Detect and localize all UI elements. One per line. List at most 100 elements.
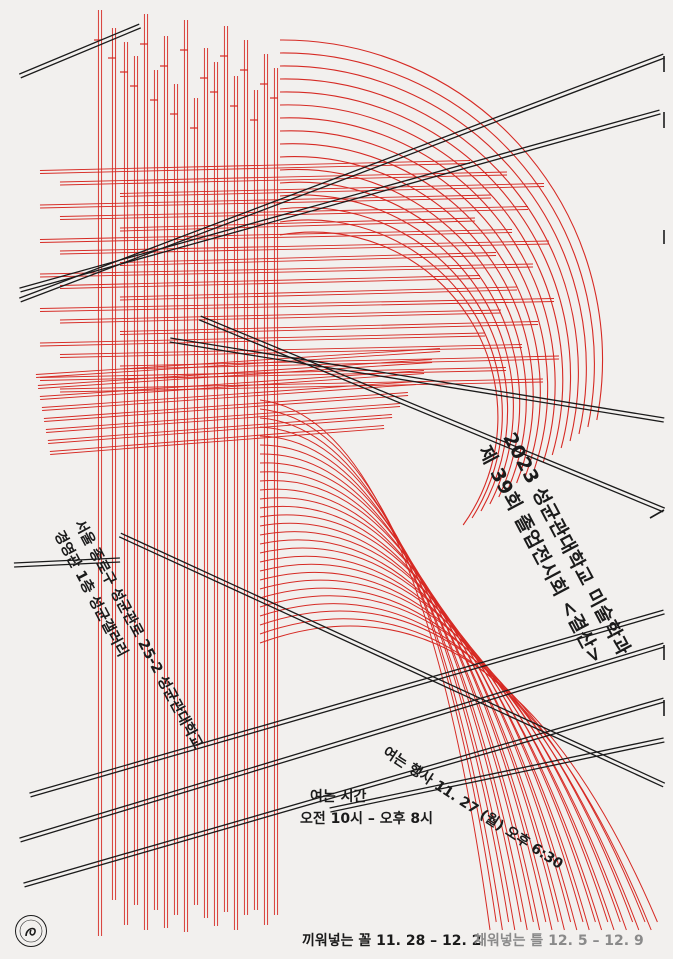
horizontal-red-line <box>119 321 538 332</box>
black-diagonal-line <box>20 646 665 843</box>
red-arc-fan <box>259 514 572 923</box>
black-diagonal-line <box>200 315 666 509</box>
red-arc-fan <box>259 417 503 931</box>
horizontal-red-line <box>59 171 507 183</box>
horizontal-red-line <box>40 197 492 209</box>
horizontal-red-line <box>59 240 549 252</box>
red-arc-top <box>279 206 509 512</box>
red-arc-top <box>279 143 541 477</box>
horizontal-red-line <box>120 324 539 335</box>
horizontal-red-line <box>119 217 475 229</box>
black-diagonal-line <box>120 532 666 784</box>
horizontal-red-line <box>120 289 518 301</box>
horizontal-red-line <box>119 183 544 194</box>
horizontal-red-line <box>120 186 545 197</box>
exhibition-period-1: 끼워넣는 꼴 11. 28 – 12. 2 <box>302 933 482 949</box>
horizontal-red-line <box>39 298 554 309</box>
red-arc-fan <box>259 479 547 923</box>
horizontal-red-line <box>119 252 496 263</box>
horizontal-red-line <box>40 266 534 278</box>
horizontal-red-line <box>59 378 543 390</box>
horizontal-red-line-lower <box>44 395 409 422</box>
black-diagonal-line <box>19 53 664 299</box>
horizontal-red-line <box>59 344 522 355</box>
black-diagonal-line <box>20 27 142 79</box>
horizontal-red-line <box>119 286 517 298</box>
black-diagonal-line <box>19 642 664 839</box>
black-diagonal-line <box>24 701 665 888</box>
red-arc-top <box>279 194 514 505</box>
horizontal-red-line <box>40 163 471 174</box>
horizontal-red-line <box>60 381 544 393</box>
black-diagonal-line <box>30 613 665 798</box>
black-diagonal-line <box>18 23 140 75</box>
hours-value: 오전 10시 – 오후 8시 <box>300 811 433 827</box>
black-diagonal-line <box>170 337 665 419</box>
red-arc-fan <box>259 595 634 923</box>
red-arc-top <box>279 168 527 491</box>
horizontal-red-line <box>60 174 508 186</box>
red-arc-top <box>279 39 604 421</box>
red-arc-fan <box>259 522 578 931</box>
horizontal-red-line <box>40 370 507 381</box>
horizontal-red-line-lower <box>35 348 440 375</box>
horizontal-red-line <box>59 275 480 286</box>
horizontal-red-line <box>120 255 497 266</box>
red-arc-fan <box>259 399 491 931</box>
red-arc-top <box>279 231 499 526</box>
horizontal-red-line-lower <box>50 428 385 455</box>
red-arc-top <box>279 117 556 463</box>
red-arc-fan <box>259 408 497 923</box>
black-step-tick <box>649 509 665 519</box>
red-arc-fan <box>259 426 510 923</box>
black-diagonal-line <box>20 113 661 293</box>
red-arc-fan <box>259 497 559 923</box>
horizontal-red-line-lower <box>47 414 392 441</box>
university-seal-logo <box>15 915 47 947</box>
red-arc-top <box>279 91 571 449</box>
black-diagonal-line <box>29 609 664 794</box>
horizontal-red-line <box>120 220 476 232</box>
horizontal-red-line <box>60 209 529 220</box>
red-arc-fan <box>259 539 590 931</box>
horizontal-red-line-lower <box>37 359 432 386</box>
red-arc-fan <box>259 610 646 923</box>
horizontal-red-line-lower <box>41 381 416 408</box>
red-arc-fan <box>259 563 609 923</box>
red-arc-top <box>279 65 587 435</box>
horizontal-red-line-lower <box>48 417 393 444</box>
horizontal-red-line <box>60 243 550 255</box>
horizontal-red-line-lower <box>40 373 425 400</box>
black-diagonal-line <box>20 57 665 303</box>
horizontal-red-line-lower <box>49 425 384 452</box>
opening-hours: 여는 시간 오전 10시 – 오후 8시 <box>300 790 433 834</box>
horizontal-red-line-lower <box>38 362 433 389</box>
black-diagonal-line <box>14 561 121 568</box>
horizontal-red-line <box>60 312 502 324</box>
red-arc-top <box>279 181 521 498</box>
red-arc-top <box>279 78 579 442</box>
horizontal-red-line <box>40 301 555 312</box>
red-arc-fan <box>259 547 596 923</box>
horizontal-red-line-lower <box>42 384 417 411</box>
black-diagonal-line <box>118 536 664 788</box>
horizontal-red-line-lower <box>36 351 441 378</box>
hours-label: 여는 시간 <box>310 789 367 805</box>
black-diagonal-line <box>329 737 664 809</box>
horizontal-red-line <box>59 309 501 321</box>
horizontal-red-line <box>39 194 491 206</box>
horizontal-red-line <box>39 229 512 240</box>
black-diagonal-line <box>169 341 664 423</box>
black-diagonal-line <box>19 109 660 289</box>
red-arc-fan <box>259 531 584 923</box>
horizontal-red-line-lower <box>46 406 401 433</box>
red-arc-top <box>279 219 503 519</box>
horizontal-red-line <box>39 367 506 378</box>
black-diagonal-line <box>23 697 664 884</box>
red-arc-top <box>279 156 534 484</box>
horizontal-red-line-lower <box>43 392 408 419</box>
red-arc-top <box>279 104 564 456</box>
horizontal-red-line-lower <box>45 403 400 430</box>
horizontal-red-line <box>60 278 481 289</box>
